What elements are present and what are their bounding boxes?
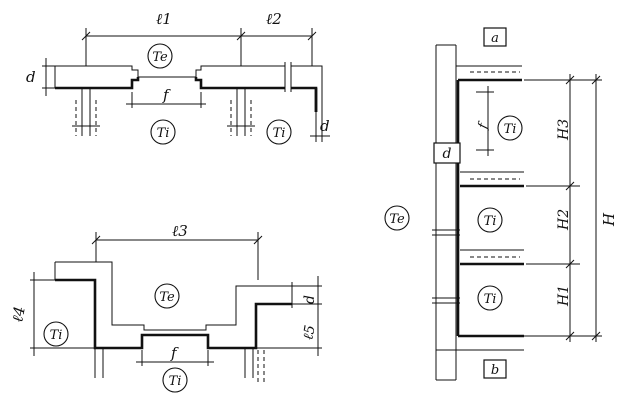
svg-text:Ti: Ti: [169, 374, 182, 389]
label-d-right: d: [320, 117, 330, 135]
circle-ti-top-2: Ti: [266, 119, 292, 145]
dimension-l4: [30, 272, 95, 356]
label-f-bottom: f: [170, 344, 179, 362]
svg-text:Ti: Ti: [484, 292, 497, 307]
label-l3: ℓ3: [172, 222, 188, 240]
diagram-recessed-slab: ℓ3 ℓ4: [8, 222, 322, 393]
dimension-f-top: [126, 92, 206, 108]
dimension-h: [524, 74, 602, 342]
box-a: a: [483, 27, 507, 47]
dimension-l1-l2: [81, 28, 317, 66]
columns: [72, 88, 255, 136]
svg-text:Ti: Ti: [504, 122, 517, 137]
svg-text:Ti: Ti: [273, 126, 286, 141]
box-b: b: [483, 359, 507, 379]
label-d-bottom: d: [302, 295, 318, 304]
slab-outline: [54, 62, 323, 112]
svg-text:Ti: Ti: [484, 214, 497, 229]
label-h: H: [600, 212, 618, 227]
box-d: d: [433, 142, 461, 164]
circle-ti-right-2: Ti: [477, 207, 503, 233]
svg-text:Te: Te: [152, 50, 168, 65]
label-l2: ℓ2: [266, 10, 282, 28]
svg-text:a: a: [491, 31, 499, 46]
label-h2: H2: [556, 209, 572, 231]
label-l5: ℓ5: [300, 324, 318, 341]
svg-text:b: b: [491, 363, 499, 378]
circle-ti-top-1: Ti: [150, 119, 176, 145]
dimension-d-right: [310, 112, 330, 142]
dimension-l5-d: [256, 276, 322, 356]
diagram-wall-section: H3 H2 H1 H f a b d Te Ti: [384, 27, 618, 381]
circle-ti-right-1: Ti: [497, 115, 523, 141]
svg-text:Ti: Ti: [50, 328, 63, 343]
label-l1: ℓ1: [156, 10, 172, 28]
svg-text:d: d: [443, 146, 452, 162]
wall-outline: [432, 44, 524, 381]
label-h1: H1: [556, 285, 572, 307]
svg-text:Te: Te: [389, 212, 405, 227]
circle-ti-bottom-2: Ti: [162, 367, 188, 393]
circle-te-bottom: Te: [154, 283, 180, 309]
label-f-top: f: [162, 86, 171, 104]
dimension-l3: [91, 232, 263, 280]
bottom-columns: [94, 348, 265, 385]
label-h3: H3: [556, 119, 572, 141]
svg-text:Ti: Ti: [157, 126, 170, 141]
dimension-f-right: [476, 86, 494, 156]
label-d-top: d: [26, 68, 36, 86]
dimension-f-bottom: [136, 350, 214, 366]
dimension-d: [42, 58, 55, 96]
circle-te-right: Te: [384, 205, 410, 231]
diagram-slab-joint: ℓ1 ℓ2 d: [26, 10, 330, 145]
label-l4: ℓ4: [8, 305, 28, 324]
label-f-right: f: [475, 120, 492, 132]
circle-ti-bottom-1: Ti: [43, 321, 69, 347]
circle-ti-right-3: Ti: [477, 285, 503, 311]
circle-te-top: Te: [147, 43, 173, 69]
svg-text:Te: Te: [159, 290, 175, 305]
